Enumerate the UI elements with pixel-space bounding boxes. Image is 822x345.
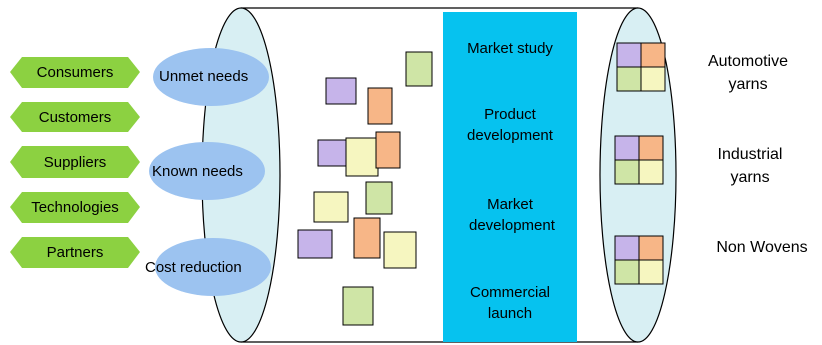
puzzle-piece	[614, 259, 640, 285]
source-tag-label: Consumers	[36, 64, 114, 81]
source-tag-shape	[10, 237, 140, 268]
stage-market-development: Market development	[469, 196, 555, 234]
scattered-puzzle-pieces	[297, 51, 433, 326]
need-ellipse-known	[149, 142, 265, 200]
puzzle-piece	[345, 137, 379, 177]
puzzle-piece	[325, 77, 357, 105]
source-tag-technologies: Technologies	[10, 192, 140, 223]
source-tag-shape	[10, 102, 140, 132]
output-non-wovens: Non Wovens	[716, 239, 808, 256]
puzzle-piece	[638, 235, 664, 261]
stage-band	[443, 12, 577, 342]
puzzle-piece	[365, 181, 393, 215]
assembled-puzzle-cluster-industrial	[614, 135, 664, 185]
puzzle-piece	[353, 217, 381, 259]
puzzle-piece	[614, 159, 640, 185]
puzzle-piece	[375, 131, 401, 169]
puzzle-piece	[640, 66, 666, 92]
source-tag-consumers: Consumers	[10, 57, 140, 88]
stage-product-development: Product development	[467, 106, 553, 144]
puzzle-piece	[405, 51, 433, 87]
need-ellipse-unmet	[153, 48, 269, 106]
funnel-cylinder	[201, 7, 677, 343]
source-tag-label: Customers	[38, 108, 112, 126]
puzzle-piece	[638, 259, 664, 285]
output-automotive-yarns: Automotive yarns	[707, 53, 789, 93]
puzzle-piece	[616, 66, 642, 92]
puzzle-piece	[313, 191, 349, 223]
puzzle-piece	[614, 135, 640, 161]
source-tag-shape	[10, 146, 140, 178]
puzzle-piece	[367, 87, 393, 125]
puzzle-piece	[342, 286, 374, 326]
source-tag-label: Suppliers	[43, 153, 107, 171]
puzzle-piece	[640, 42, 666, 68]
output-industrial-yarns: Industrial yarns	[717, 146, 783, 186]
assembled-puzzle-cluster-automotive	[616, 42, 666, 92]
source-tag-partners: Partners	[10, 237, 140, 268]
source-tag-customers: Customers	[10, 102, 140, 132]
puzzle-piece	[616, 42, 642, 68]
source-tag-label: Technologies	[31, 199, 119, 216]
source-tag-shape	[10, 57, 140, 88]
puzzle-piece	[297, 229, 333, 259]
need-label-known: Known needs	[152, 163, 243, 180]
puzzle-piece	[383, 231, 417, 269]
stage-commercial-launch: Commercial launch	[469, 284, 550, 322]
source-tag-label: Partners	[46, 244, 104, 261]
source-tag-suppliers: Suppliers	[10, 146, 140, 178]
need-ellipse-cost	[155, 238, 271, 296]
need-label-unmet: Unmet needs	[159, 68, 249, 85]
need-label-cost: Cost reduction	[145, 259, 242, 276]
source-tag-shape	[10, 192, 140, 223]
puzzle-piece	[317, 139, 349, 167]
stage-market-study: Market study	[467, 40, 553, 57]
puzzle-piece	[638, 135, 664, 161]
assembled-puzzle-cluster-nonwovens	[614, 235, 664, 285]
source-tags	[10, 57, 140, 268]
puzzle-piece	[614, 235, 640, 261]
puzzle-piece	[638, 159, 664, 185]
